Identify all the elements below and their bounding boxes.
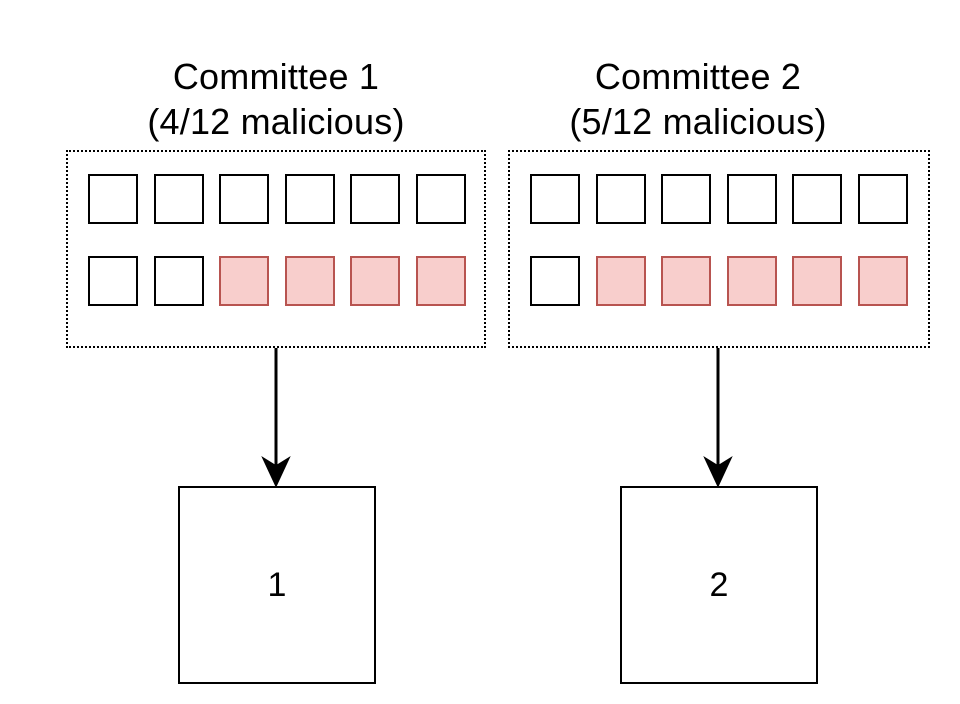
- malicious-member: [350, 256, 400, 306]
- honest-member: [595, 174, 646, 224]
- honest-member: [857, 174, 908, 224]
- honest-member: [284, 174, 335, 224]
- malicious-member: [284, 256, 335, 306]
- honest-member: [219, 174, 269, 224]
- honest-member: [726, 174, 777, 224]
- committee-2-title: Committee 2 (5/12 malicious): [488, 54, 908, 144]
- malicious-member: [415, 256, 466, 306]
- arrow-committee-1-to-block-1: [261, 348, 291, 488]
- committee-1-group: [66, 150, 486, 348]
- committee-1-malicious-count: (4/12 malicious): [147, 101, 405, 142]
- block-1-label: 1: [267, 565, 287, 604]
- malicious-member: [595, 256, 646, 306]
- committee-2-name: Committee 2: [594, 56, 802, 97]
- committee-1-title: Committee 1 (4/12 malicious): [66, 54, 486, 144]
- committee-1-name: Committee 1: [172, 56, 380, 97]
- committee-2-malicious-count: (5/12 malicious): [569, 101, 827, 142]
- block-2: 2: [620, 486, 818, 684]
- committee-2-group: [508, 150, 930, 348]
- honest-member: [530, 256, 580, 306]
- block-2-label: 2: [709, 565, 729, 604]
- malicious-member: [792, 256, 842, 306]
- honest-member: [350, 174, 400, 224]
- honest-member: [661, 174, 711, 224]
- malicious-member: [661, 256, 711, 306]
- honest-member: [415, 174, 466, 224]
- honest-member: [792, 174, 842, 224]
- arrow-committee-2-to-block-2: [703, 348, 733, 488]
- honest-member: [153, 256, 204, 306]
- malicious-member: [726, 256, 777, 306]
- malicious-member: [857, 256, 908, 306]
- honest-member: [153, 174, 204, 224]
- malicious-member: [219, 256, 269, 306]
- block-1: 1: [178, 486, 376, 684]
- honest-member: [88, 256, 138, 306]
- honest-member: [530, 174, 580, 224]
- honest-member: [88, 174, 138, 224]
